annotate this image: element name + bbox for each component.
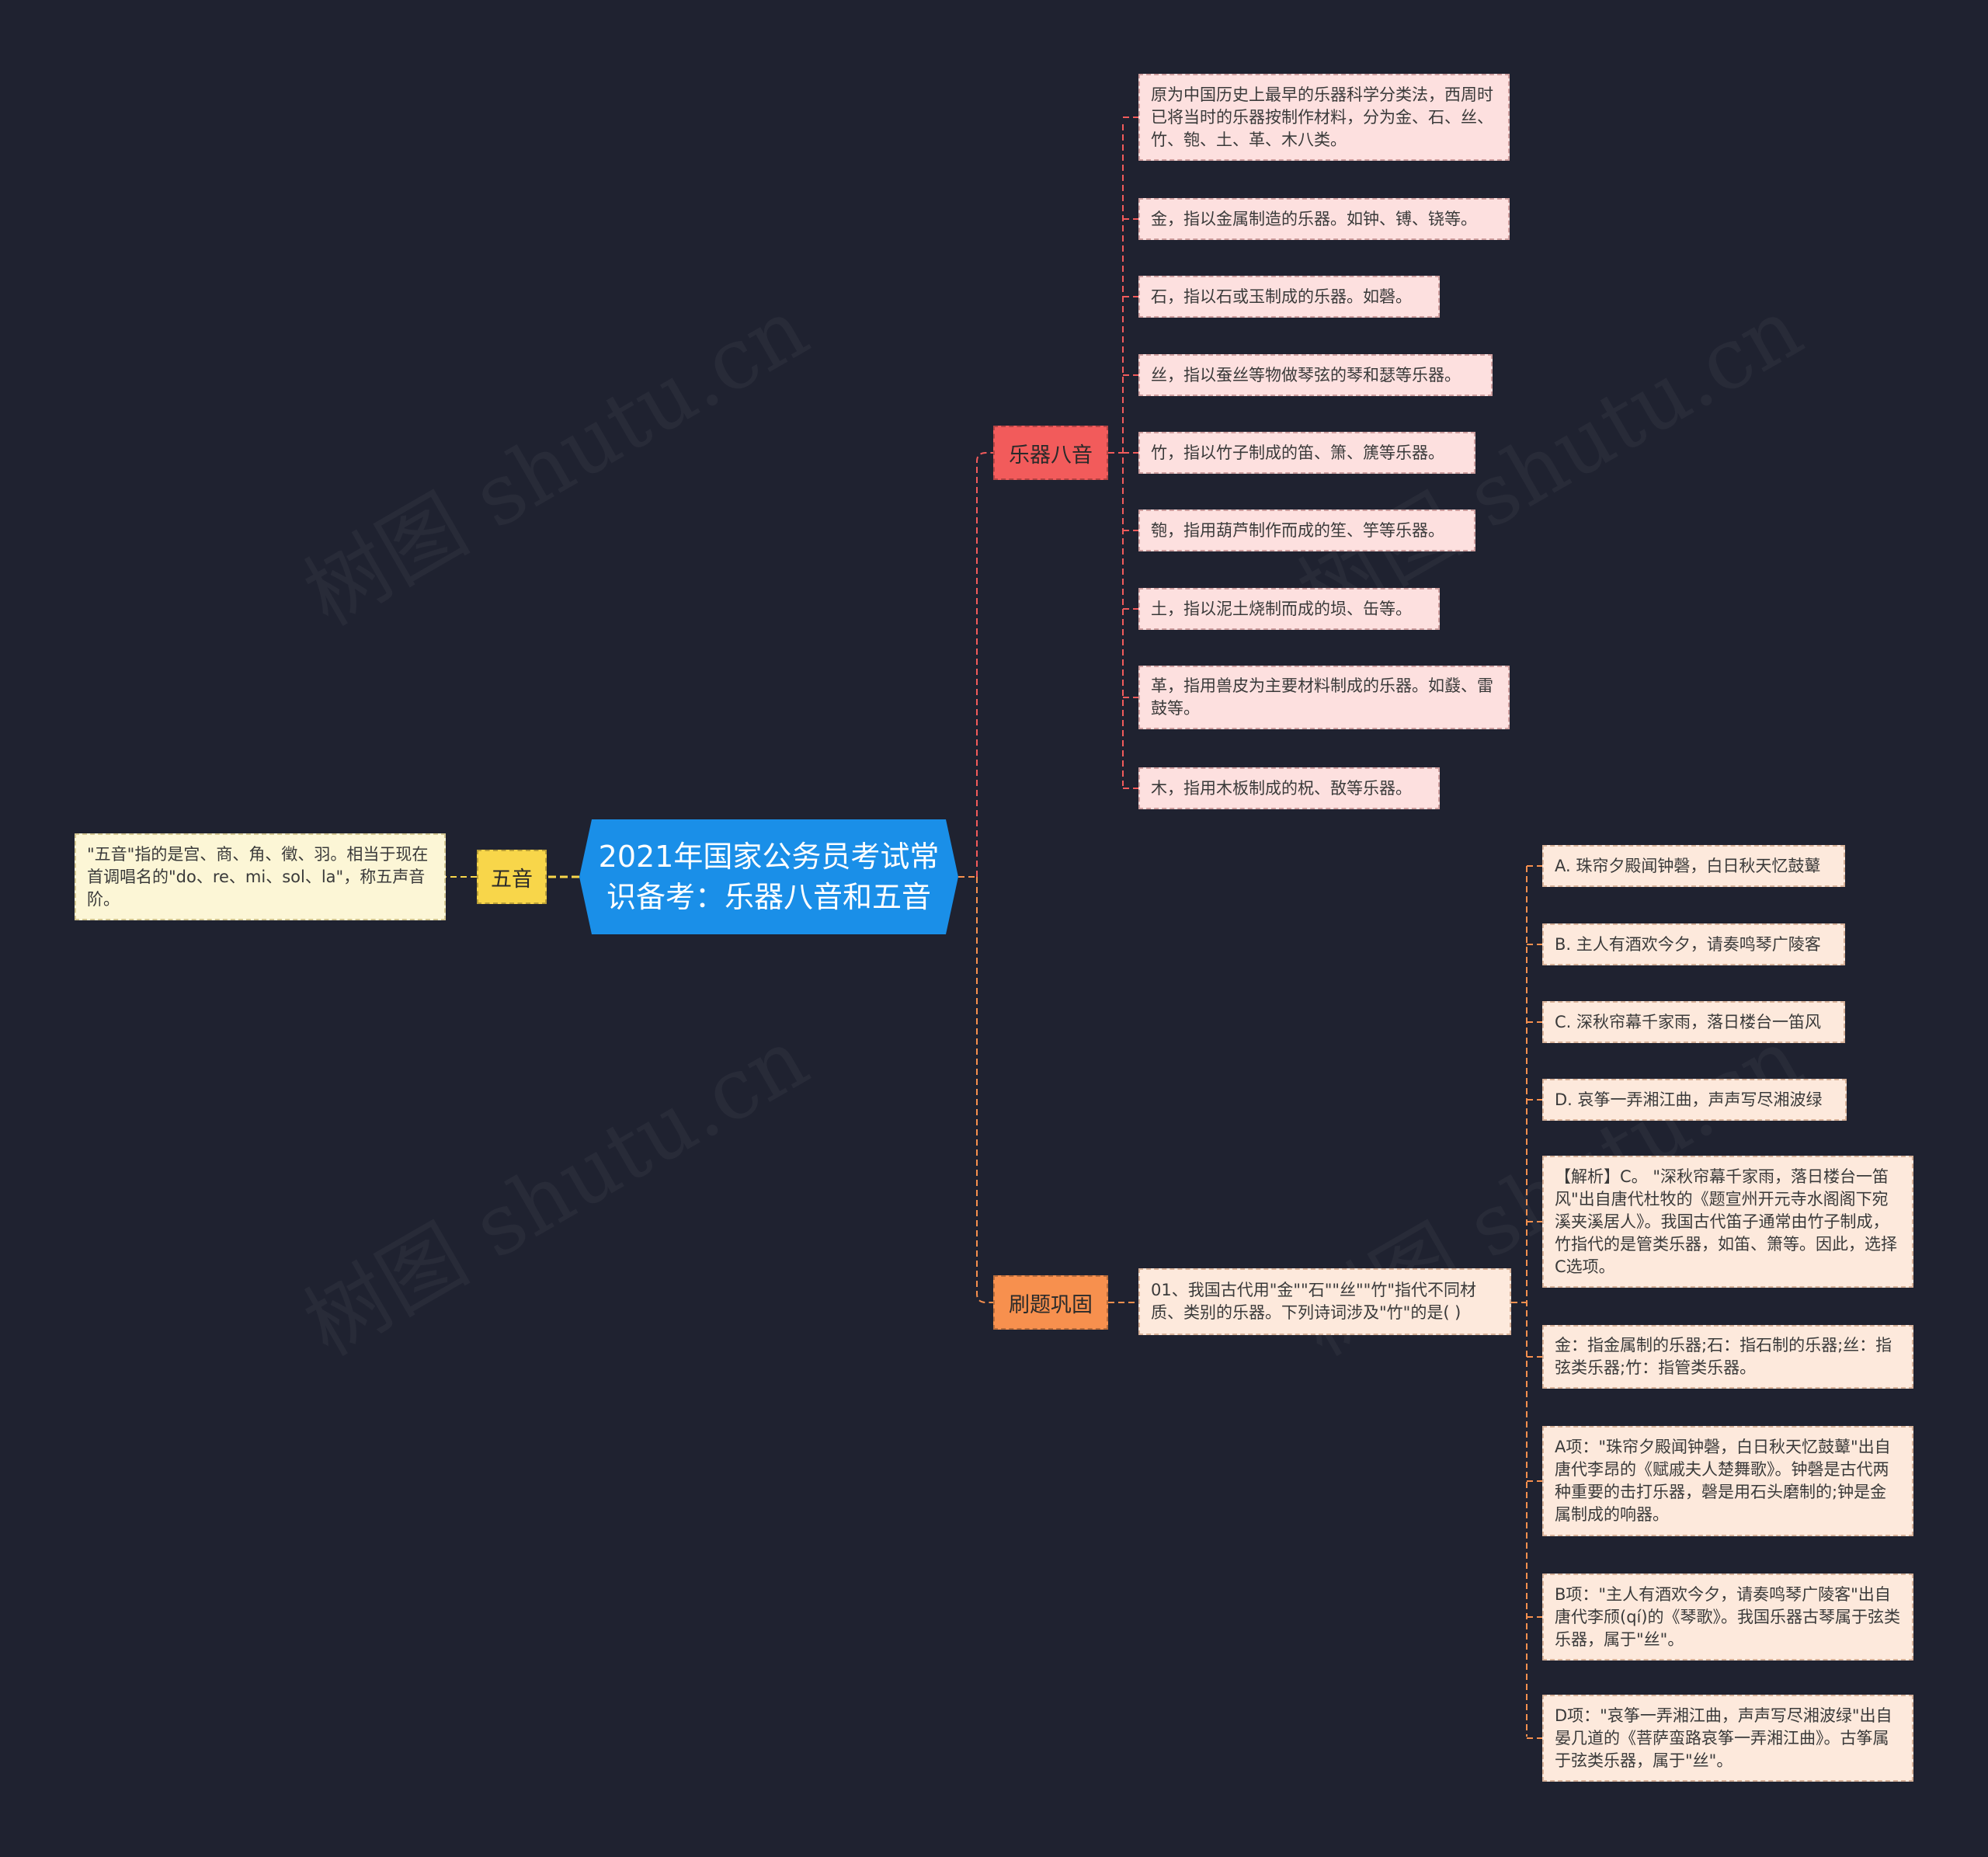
answer-option-b[interactable]: B. 主人有酒欢今夕，请奏鸣琴广陵客 <box>1542 923 1845 965</box>
watermark: 树图 shutu.cn <box>280 263 825 649</box>
bayin-item[interactable]: 金，指以金属制造的乐器。如钟、镈、铙等。 <box>1138 198 1510 240</box>
branch-shuati-gonggu[interactable]: 刷题巩固 <box>993 1275 1108 1330</box>
bayin-item[interactable]: 石，指以石或玉制成的乐器。如磬。 <box>1138 276 1440 318</box>
question-node[interactable]: 01、我国古代用"金""石""丝""竹"指代不同材质、类别的乐器。下列诗词涉及"… <box>1138 1268 1511 1335</box>
answer-note[interactable]: 金：指金属制的乐器;石：指石制的乐器;丝：指弦类乐器;竹：指管类乐器。 <box>1542 1325 1913 1389</box>
answer-option-a[interactable]: A. 珠帘夕殿闻钟磬，白日秋天忆鼓鼙 <box>1542 845 1845 887</box>
answer-option-c[interactable]: C. 深秋帘幕千家雨，落日楼台一笛风 <box>1542 1001 1845 1043</box>
root-topic[interactable]: 2021年国家公务员考试常识备考：乐器八音和五音 <box>579 819 958 934</box>
wuyin-desc[interactable]: "五音"指的是宫、商、角、徵、羽。相当于现在首调唱名的"do、re、mi、sol… <box>75 833 446 920</box>
answer-explain-b[interactable]: B项："主人有酒欢今夕，请奏鸣琴广陵客"出自唐代李颀(qí)的《琴歌》。我国乐器… <box>1542 1574 1913 1661</box>
bayin-item[interactable]: 丝，指以蚕丝等物做琴弦的琴和瑟等乐器。 <box>1138 354 1493 396</box>
connector-root-bayin <box>976 452 993 877</box>
answer-explain-a[interactable]: A项："珠帘夕殿闻钟磬，白日秋天忆鼓鼙"出自唐代李昂的《赋戚夫人楚舞歌》。钟磬是… <box>1542 1426 1913 1536</box>
answer-analysis[interactable]: 【解析】C。 "深秋帘幕千家雨，落日楼台一笛风"出自唐代杜牧的《题宣州开元寺水阁… <box>1542 1156 1913 1288</box>
bayin-item[interactable]: 革，指用兽皮为主要材料制成的乐器。如鼗、雷鼓等。 <box>1138 666 1510 729</box>
bayin-item[interactable]: 竹，指以竹子制成的笛、箫、篪等乐器。 <box>1138 432 1475 474</box>
answer-option-d[interactable]: D. 哀筝一弄湘江曲，声声写尽湘波绿 <box>1542 1079 1847 1121</box>
branch-wuyin[interactable]: 五音 <box>477 850 547 904</box>
bayin-item[interactable]: 木，指用木板制成的柷、敔等乐器。 <box>1138 767 1440 809</box>
branch-yueqi-bayin[interactable]: 乐器八音 <box>993 426 1108 480</box>
bayin-item[interactable]: 土，指以泥土烧制而成的埙、缶等。 <box>1138 588 1440 630</box>
answer-explain-d[interactable]: D项："哀筝一弄湘江曲，声声写尽湘波绿"出自晏几道的《菩萨蛮路哀筝一弄湘江曲》。… <box>1542 1695 1913 1782</box>
bayin-item[interactable]: 匏，指用葫芦制作而成的笙、竽等乐器。 <box>1138 509 1475 551</box>
watermark: 树图 shutu.cn <box>280 993 825 1379</box>
connector-root-shuati <box>976 877 993 1303</box>
bayin-item[interactable]: 原为中国历史上最早的乐器科学分类法，西周时已将当时的乐器按制作材料，分为金、石、… <box>1138 74 1510 161</box>
